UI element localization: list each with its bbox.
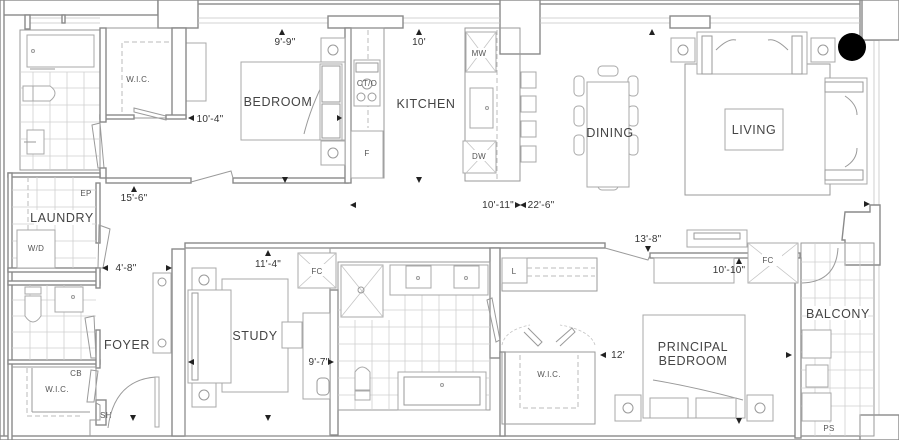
dishwasher-label: DW: [472, 152, 486, 161]
wic-top: W.I.C.: [99, 27, 207, 121]
study-label: STUDY: [232, 329, 277, 343]
dim-kitchen-width: 10': [412, 37, 426, 48]
cb-label: CB: [70, 369, 82, 378]
living: LIVING: [670, 31, 868, 196]
laundry-room: W/D EP LAUNDRY: [12, 177, 111, 269]
linen-label: L: [512, 267, 517, 276]
wic-top-label: W.I.C.: [126, 75, 150, 84]
dim-dining-living-b: 22'-6": [528, 200, 555, 211]
dim-dining-living-a: 10'-11": [482, 200, 514, 211]
dining-label: DINING: [586, 126, 633, 140]
wic-principal-label: W.I.C.: [537, 370, 561, 379]
ps-label: PS: [823, 424, 834, 433]
powder-room: [12, 285, 97, 360]
study: STUDY FC: [184, 247, 337, 437]
dim-principal-depth: 12': [611, 350, 625, 361]
dimension-annotations: 9'-9" 10'-4" 10' 15'-6" 10'-11" 22'-6" 4…: [102, 29, 870, 424]
dining: DINING: [573, 65, 639, 191]
dim-principal-width: 13'-8": [635, 234, 662, 245]
dim-study-width: 11'-4": [255, 259, 281, 270]
washer-dryer-label: W/D: [28, 244, 44, 253]
column-icon: [838, 33, 866, 61]
wic-foyer-label: W.I.C.: [45, 385, 69, 394]
main-bathroom: [337, 261, 501, 411]
dim-principal-length: 10'-10": [713, 265, 746, 276]
balcony: BALCONY PS: [800, 242, 875, 437]
bedroom: BEDROOM: [240, 37, 346, 166]
foyer-label: FOYER: [104, 338, 150, 352]
microwave-label: MW: [472, 49, 487, 58]
principal-bedroom-label-2: BEDROOM: [659, 354, 728, 368]
principal-closets: L W.I.C.: [501, 257, 598, 425]
foyer: FOYER: [104, 272, 172, 354]
cooktop-label: CT/O: [357, 79, 377, 88]
dim-study-length: 9'-7": [309, 357, 330, 368]
sh-label: SH: [100, 411, 112, 420]
ep-label: EP: [80, 189, 91, 198]
bedroom-label: BEDROOM: [244, 95, 313, 109]
dim-bedroom-width: 9'-9": [275, 37, 296, 48]
dim-bedroom-length: 10'-4": [197, 114, 224, 125]
fc-study-label: FC: [311, 267, 322, 276]
principal-bedroom-label-1: PRINCIPAL: [658, 340, 728, 354]
dim-hall-length: 15'-6": [121, 193, 148, 204]
principal-bedroom: FC PRINCIPAL BEDROOM: [614, 229, 799, 422]
living-label: LIVING: [732, 123, 777, 137]
kitchen: CT/O F KITCHEN MW DW: [350, 27, 537, 182]
laundry-label: LAUNDRY: [30, 211, 94, 225]
fridge-label: F: [364, 149, 369, 158]
balcony-label: BALCONY: [806, 307, 870, 321]
kitchen-label: KITCHEN: [396, 97, 455, 111]
dim-laundry-width: 4'-8": [116, 263, 137, 274]
fc-principal-label: FC: [762, 256, 773, 265]
bathroom-top-left: [19, 29, 105, 171]
wic-foyer: W.I.C. CB SH: [12, 366, 160, 436]
